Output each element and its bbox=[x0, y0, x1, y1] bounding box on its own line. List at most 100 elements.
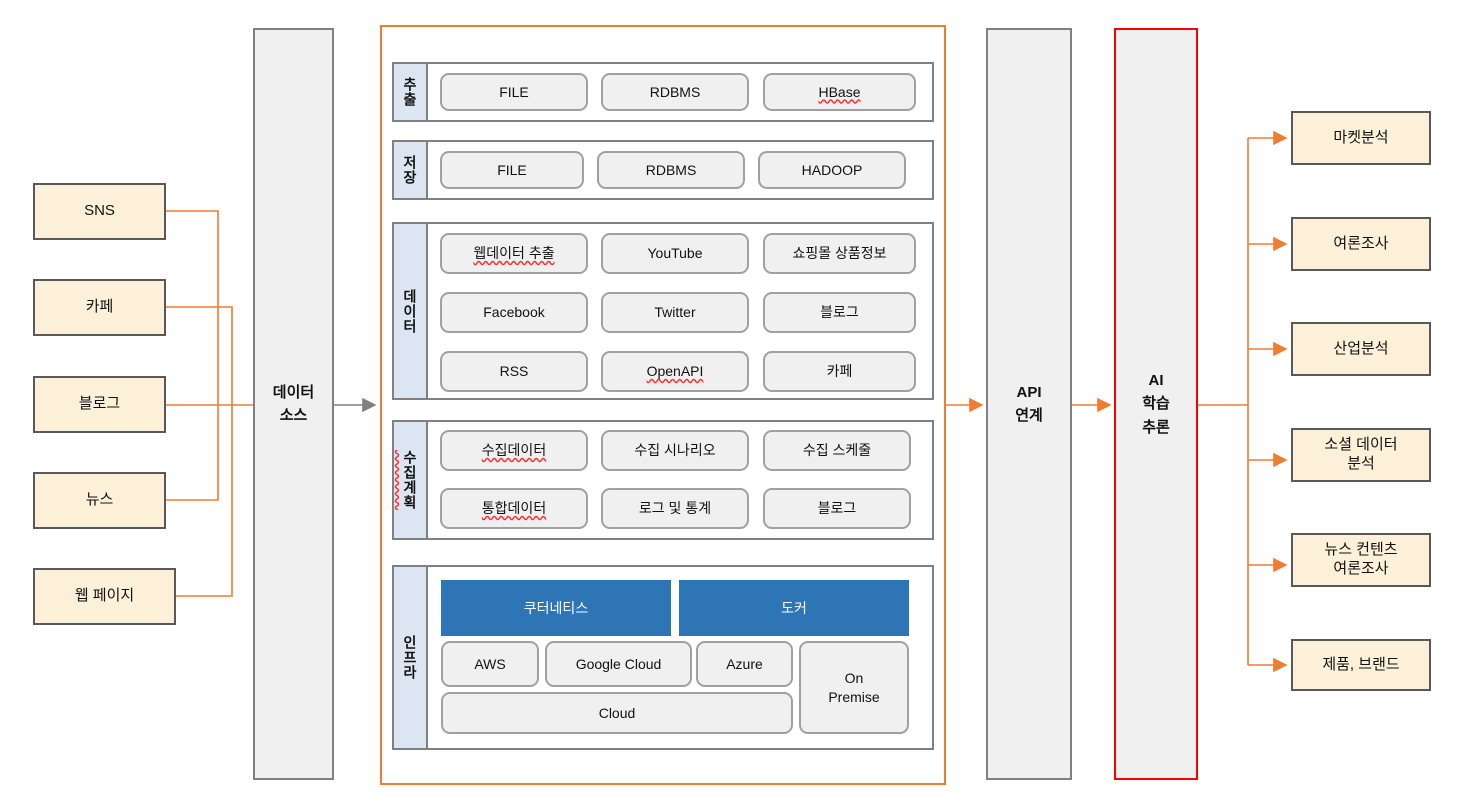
pillar-line-2: 학습 bbox=[1142, 395, 1170, 413]
chip-infra-google-cloud[interactable]: Google Cloud bbox=[545, 641, 692, 687]
output-box-market-analysis[interactable]: 마켓분석 bbox=[1291, 111, 1431, 165]
source-box-cafe[interactable]: 카페 bbox=[33, 279, 166, 336]
output-box-public-opinion-survey[interactable]: 여론조사 bbox=[1291, 217, 1431, 271]
chip-data-youtube[interactable]: YouTube bbox=[601, 233, 749, 274]
chip-data-shopping-info[interactable]: 쇼핑몰 상품정보 bbox=[763, 233, 916, 274]
section-label-infra: 인프라 bbox=[394, 567, 428, 748]
chip-infra-kubernetes[interactable]: 쿠터네티스 bbox=[441, 580, 671, 636]
section-label-storage: 저장 bbox=[394, 142, 428, 198]
output-label-line-1: 뉴스 컨텐츠 bbox=[1324, 541, 1398, 559]
chip-label: HADOOP bbox=[801, 161, 863, 178]
chip-label-line-1: On bbox=[844, 669, 864, 686]
chip-label: Google Cloud bbox=[575, 655, 662, 672]
chip-plan-collect-data[interactable]: 수집데이터 bbox=[440, 430, 588, 471]
chip-extract-rdbms[interactable]: RDBMS bbox=[601, 73, 749, 111]
output-label-line-1: 소셜 데이터 bbox=[1324, 436, 1398, 454]
output-box-news-content-opinion[interactable]: 뉴스 컨텐츠 여론조사 bbox=[1291, 533, 1431, 587]
source-label: SNS bbox=[84, 202, 115, 220]
chip-label: 수집 스케줄 bbox=[802, 442, 872, 459]
output-box-product-brand[interactable]: 제품, 브랜드 bbox=[1291, 639, 1431, 691]
chip-extract-file[interactable]: FILE bbox=[440, 73, 588, 111]
section-label-extract: 추출 bbox=[394, 64, 428, 120]
section-label-text: 수집계획 bbox=[402, 450, 418, 510]
chip-storage-file[interactable]: FILE bbox=[440, 151, 584, 189]
chip-data-rss[interactable]: RSS bbox=[440, 351, 588, 392]
chip-storage-rdbms[interactable]: RDBMS bbox=[597, 151, 745, 189]
chip-label: Facebook bbox=[483, 304, 545, 321]
chip-label: FILE bbox=[499, 83, 529, 100]
output-label-line-2: 여론조사 bbox=[1333, 560, 1389, 577]
source-label: 카페 bbox=[85, 298, 114, 316]
section-label-text: 추출 bbox=[402, 77, 418, 107]
chip-infra-docker[interactable]: 도커 bbox=[679, 580, 909, 636]
output-label-line-1: 여론조사 bbox=[1333, 234, 1389, 252]
section-body: 웹데이터 추출 YouTube 쇼핑몰 상품정보 Facebook Twitte… bbox=[428, 224, 932, 398]
chip-label: 수집데이터 bbox=[481, 442, 547, 459]
output-label-line-2: 분석 bbox=[1347, 455, 1375, 472]
chip-label: HBase bbox=[818, 83, 861, 100]
chip-data-web-extract[interactable]: 웹데이터 추출 bbox=[440, 233, 588, 274]
source-box-news[interactable]: 뉴스 bbox=[33, 472, 166, 529]
source-label: 블로그 bbox=[78, 395, 121, 413]
chip-data-cafe[interactable]: 카페 bbox=[763, 351, 916, 392]
chip-infra-on-premise[interactable]: On Premise bbox=[799, 641, 909, 734]
chip-label: 카페 bbox=[826, 363, 853, 380]
pillar-line-2: 소스 bbox=[279, 407, 308, 424]
chip-label: RDBMS bbox=[645, 161, 697, 178]
source-label: 뉴스 bbox=[85, 491, 114, 509]
chip-infra-aws[interactable]: AWS bbox=[441, 641, 539, 687]
pillar-ai-training-inference[interactable]: AI 학습 추론 bbox=[1114, 28, 1198, 780]
chip-label: AWS bbox=[474, 655, 506, 672]
section-extract: 추출 FILE RDBMS HBase bbox=[392, 62, 934, 122]
output-box-social-data-analysis[interactable]: 소셜 데이터 분석 bbox=[1291, 428, 1431, 482]
output-box-industry-analysis[interactable]: 산업분석 bbox=[1291, 322, 1431, 376]
chip-plan-schedule[interactable]: 수집 스케줄 bbox=[763, 430, 911, 471]
chip-label: OpenAPI bbox=[646, 363, 704, 380]
section-collection-plan: 수집계획 수집데이터 수집 시나리오 수집 스케줄 통합데이터 로그 및 통계 … bbox=[392, 420, 934, 540]
chip-infra-azure[interactable]: Azure bbox=[696, 641, 793, 687]
chip-label: 블로그 bbox=[820, 304, 859, 321]
pillar-line-1: API bbox=[1016, 383, 1042, 401]
source-box-webpage[interactable]: 웹 페이지 bbox=[33, 568, 176, 625]
pillar-data-source[interactable]: 데이터 소스 bbox=[253, 28, 334, 780]
chip-storage-hadoop[interactable]: HADOOP bbox=[758, 151, 906, 189]
chip-label-wrap: On Premise bbox=[828, 669, 879, 707]
chip-data-blog[interactable]: 블로그 bbox=[763, 292, 916, 333]
chip-label: 통합데이터 bbox=[481, 500, 547, 517]
source-box-sns[interactable]: SNS bbox=[33, 183, 166, 240]
pillar-line-3: 추론 bbox=[1142, 418, 1170, 436]
chip-data-openapi[interactable]: OpenAPI bbox=[601, 351, 749, 392]
chip-plan-integrated-data[interactable]: 통합데이터 bbox=[440, 488, 588, 529]
chip-label: 웹데이터 추출 bbox=[473, 245, 555, 262]
chip-label: Azure bbox=[726, 655, 763, 672]
chip-plan-log-stats[interactable]: 로그 및 통계 bbox=[601, 488, 749, 529]
chip-label: Twitter bbox=[654, 304, 696, 321]
chip-label: RSS bbox=[499, 363, 529, 380]
output-label-line-1: 마켓분석 bbox=[1333, 128, 1389, 146]
chip-infra-cloud-bar[interactable]: Cloud bbox=[441, 692, 793, 734]
section-body: FILE RDBMS HADOOP bbox=[428, 142, 932, 198]
section-body: 수집데이터 수집 시나리오 수집 스케줄 통합데이터 로그 및 통계 블로그 bbox=[428, 422, 932, 538]
chip-label: Cloud bbox=[598, 704, 636, 721]
section-label-collection-plan: 수집계획 bbox=[394, 422, 428, 538]
pillar-api-integration[interactable]: API 연계 bbox=[986, 28, 1072, 780]
output-label-line-1: 제품, 브랜드 bbox=[1322, 655, 1400, 673]
chip-label: 로그 및 통계 bbox=[638, 500, 712, 517]
chip-data-twitter[interactable]: Twitter bbox=[601, 292, 749, 333]
chip-label: 도커 bbox=[781, 599, 807, 616]
source-box-blog[interactable]: 블로그 bbox=[33, 376, 166, 433]
section-label-text: 저장 bbox=[402, 155, 418, 185]
section-label-text: 데이터 bbox=[402, 288, 418, 334]
section-data: 데이터 웹데이터 추출 YouTube 쇼핑몰 상품정보 Facebook Tw… bbox=[392, 222, 934, 400]
section-body: FILE RDBMS HBase bbox=[428, 64, 932, 120]
chip-extract-hbase[interactable]: HBase bbox=[763, 73, 916, 111]
chip-plan-scenario[interactable]: 수집 시나리오 bbox=[601, 430, 749, 471]
chip-plan-blog[interactable]: 블로그 bbox=[763, 488, 911, 529]
section-label-data: 데이터 bbox=[394, 224, 428, 398]
chip-label: FILE bbox=[497, 161, 527, 178]
chip-label: 수집 시나리오 bbox=[634, 442, 716, 459]
chip-data-facebook[interactable]: Facebook bbox=[440, 292, 588, 333]
chip-label: 쿠터네티스 bbox=[523, 599, 589, 616]
pillar-line-1: AI bbox=[1148, 372, 1164, 390]
